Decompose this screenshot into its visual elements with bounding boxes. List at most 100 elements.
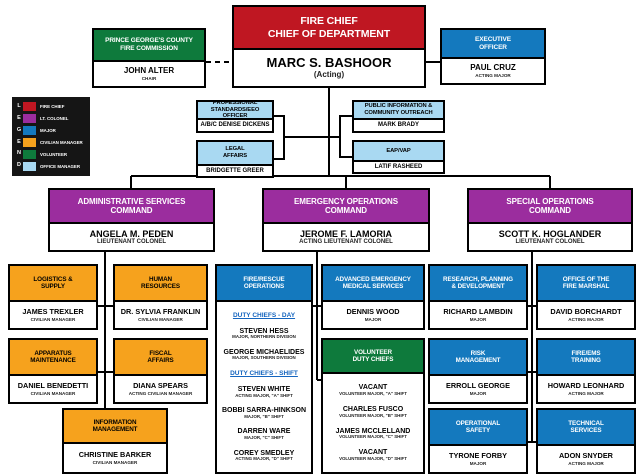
aems-title: ADVANCED EMERGENCY MEDICAL SERVICES: [323, 266, 423, 302]
legend-item-volunteer: VOLUNTEER: [23, 150, 87, 159]
box-volunteer-duty-chiefs: VOLUNTEER DUTY CHIEFS VACANT VOLUNTEER M…: [321, 338, 425, 474]
research-role: MAJOR: [469, 316, 487, 322]
information-management-title: INFORMATION MANAGEMENT: [64, 410, 166, 444]
executive-officer-title: EXECUTIVE OFFICER: [442, 30, 544, 59]
aems-name: DENNIS WOOD: [346, 307, 400, 317]
box-technical-services: TECHNICAL SERVICES ADON SNYDER ACTING MA…: [536, 408, 636, 474]
box-administrative-services-command: ADMINISTRATIVE SERVICES COMMAND ANGELA M…: [48, 188, 215, 252]
operational-safety-role: MAJOR: [469, 460, 487, 466]
executive-officer-name: PAUL CRUZ: [470, 62, 516, 72]
box-office-of-the-fire-marshal: OFFICE OF THE FIRE MARSHAL DAVID BORCHAR…: [536, 264, 636, 330]
box-fire-ems-training: FIRE/EMS TRAINING HOWARD LEONHARD ACTING…: [536, 338, 636, 404]
legend-item-fire-chief: FIRE CHIEF: [23, 102, 87, 111]
special-branch-connectors: [528, 252, 536, 443]
emergency-command-role: ACTING LIEUTENANT COLONEL: [299, 238, 393, 245]
public-information-name: MARK BRADY: [378, 122, 419, 129]
legend-swatch-volunteer: [23, 150, 36, 159]
legend: L E G E N D FIRE CHIEF LT. COLONEL MAJOR…: [12, 97, 90, 176]
duty-chiefs-shift-heading: DUTY CHIEFS - SHIFT: [230, 370, 298, 378]
box-public-information: PUBLIC INFORMATION & COMMUNITY OUTREACH …: [352, 100, 445, 133]
fire-marshal-role: ACTING MAJOR: [568, 316, 604, 322]
logistics-supply-name: JAMES TREXLER: [22, 307, 84, 317]
box-fiscal-affairs: FISCAL AFFAIRS DIANA SPEARS ACTING CIVIL…: [113, 338, 208, 404]
technical-services-role: ACTING MAJOR: [568, 460, 604, 466]
human-resources-name: DR. SYLVIA FRANKLIN: [120, 307, 201, 317]
professional-standards-title: PROFESSIONAL STANDARDS/EEO OFFICER: [198, 100, 272, 120]
box-logistics-supply: LOGISTICS & SUPPLY JAMES TREXLER CIVILIA…: [8, 264, 98, 330]
special-command-role: LIEUTENANT COLONEL: [515, 238, 585, 245]
fire-rescue-title: FIRE/RESCUE OPERATIONS: [217, 266, 311, 302]
technical-services-name: ADON SNYDER: [559, 451, 613, 461]
special-command-title: SPECIAL OPERATIONS COMMAND: [469, 190, 631, 224]
emergency-branch-connectors: [313, 252, 321, 381]
person-entry: STEVEN HESS MAJOR, NORTHERN DIVISION: [232, 327, 296, 340]
person-entry: STEVEN WHITE ACTING MAJOR, "A" SHIFT: [235, 385, 293, 398]
box-professional-standards: PROFESSIONAL STANDARDS/EEO OFFICER A/B/C…: [196, 100, 274, 133]
emergency-command-name: JEROME F. LAMORIA: [299, 228, 392, 239]
fire-commission-title: PRINCE GEORGE'S COUNTY FIRE COMMISSION: [94, 30, 204, 62]
person-entry: GEORGE MICHAELIDES MAJOR, SOUTHERN DIVIS…: [223, 348, 305, 361]
fire-chief-name: MARC S. BASHOOR: [266, 55, 392, 71]
emergency-command-title: EMERGENCY OPERATIONS COMMAND: [264, 190, 428, 224]
apparatus-maintenance-role: CIVILIAN MANAGER: [30, 390, 76, 396]
person-entry: VACANT VOLUNTEER MAJOR, "A" SHIFT: [339, 384, 407, 396]
human-resources-role: CIVILIAN MANAGER: [138, 316, 183, 322]
administrative-command-name: ANGELA M. PEDEN: [89, 228, 174, 239]
volunteer-duty-chiefs-title: VOLUNTEER DUTY CHIEFS: [323, 340, 423, 374]
apparatus-maintenance-title: APPARATUS MAINTENANCE: [10, 340, 96, 376]
eap-vap-name: LATIF RASHEED: [374, 163, 423, 170]
information-management-role: CIVILIAN MANAGER: [92, 459, 138, 465]
box-special-operations-command: SPECIAL OPERATIONS COMMAND SCOTT K. HOGL…: [467, 188, 633, 252]
admin-branch-connectors: [98, 252, 113, 408]
box-fire-chief: FIRE CHIEF CHIEF OF DEPARTMENT MARC S. B…: [232, 5, 426, 88]
fire-ems-training-title: FIRE/EMS TRAINING: [538, 340, 634, 376]
fiscal-affairs-role: ACTING CIVILIAN MANAGER: [128, 390, 193, 396]
box-emergency-operations-command: EMERGENCY OPERATIONS COMMAND JEROME F. L…: [262, 188, 430, 252]
operational-safety-title: OPERATIONAL SAFETY: [430, 410, 526, 446]
box-legal-affairs: LEGAL AFFAIRS BRIDGETTE GREER: [196, 140, 274, 178]
person-entry: VACANT VOLUNTEER MAJOR, "D" SHIFT: [339, 449, 407, 461]
executive-officer-role: ACTING MAJOR: [475, 72, 511, 78]
legal-affairs-name: BRIDGETTE GREER: [206, 167, 264, 174]
person-entry: COREY SMEDLEY ACTING MAJOR, "D" SHIFT: [233, 449, 295, 462]
box-eap-vap: EAP/VAP LATIF RASHEED: [352, 140, 445, 174]
fire-ems-training-name: HOWARD LEONHARD: [547, 381, 625, 391]
box-advanced-emergency-medical-services: ADVANCED EMERGENCY MEDICAL SERVICES DENN…: [321, 264, 425, 330]
apparatus-maintenance-name: DANIEL BENEDETTI: [17, 381, 89, 391]
box-information-management: INFORMATION MANAGEMENT CHRISTINE BARKER …: [62, 408, 168, 474]
person-entry: DARREN WARE MAJOR, "C" SHIFT: [237, 428, 291, 441]
technical-services-title: TECHNICAL SERVICES: [538, 410, 634, 446]
administrative-command-title: ADMINISTRATIVE SERVICES COMMAND: [50, 190, 213, 224]
research-name: RICHARD LAMBDIN: [443, 307, 513, 317]
risk-management-role: MAJOR: [469, 390, 487, 396]
fire-ems-training-role: ACTING MAJOR: [568, 390, 604, 396]
legend-item-civilian-manager: CIVILIAN MANAGER: [23, 138, 87, 147]
legal-affairs-title: LEGAL AFFAIRS: [198, 142, 272, 166]
box-operational-safety: OPERATIONAL SAFETY TYRONE FORBY MAJOR: [428, 408, 528, 474]
box-human-resources: HUMAN RESOURCES DR. SYLVIA FRANKLIN CIVI…: [113, 264, 208, 330]
aems-role: MAJOR: [364, 316, 382, 322]
public-information-title: PUBLIC INFORMATION & COMMUNITY OUTREACH: [354, 102, 443, 120]
box-research-planning-development: RESEARCH, PLANNING & DEVELOPMENT RICHARD…: [428, 264, 528, 330]
legend-swatch-civilian-manager: [23, 138, 36, 147]
legend-item-major: MAJOR: [23, 126, 87, 135]
fire-marshal-name: DAVID BORCHARDT: [550, 307, 622, 317]
fiscal-affairs-title: FISCAL AFFAIRS: [115, 340, 206, 376]
fire-commission-name: JOHN ALTER: [123, 65, 175, 75]
fire-chief-title: FIRE CHIEF CHIEF OF DEPARTMENT: [234, 7, 424, 50]
legend-title: L E G E N D: [16, 102, 22, 169]
duty-chiefs-day-heading: DUTY CHIEFS - DAY: [232, 311, 296, 319]
administrative-command-role: LIEUTENANT COLONEL: [97, 238, 166, 245]
operational-safety-name: TYRONE FORBY: [449, 451, 507, 461]
special-command-name: SCOTT K. HOGLANDER: [498, 228, 602, 239]
risk-management-title: RISK MANAGEMENT: [430, 340, 526, 376]
risk-management-name: ERROLL GEORGE: [446, 381, 510, 391]
logistics-supply-title: LOGISTICS & SUPPLY: [10, 266, 96, 302]
person-entry: CHARLES FUSCO VOLUNTEER MAJOR, "B" SHIFT: [339, 405, 407, 418]
logistics-supply-role: CIVILIAN MANAGER: [30, 316, 76, 322]
professional-standards-name: A/B/C DENISE DICKENS: [200, 122, 270, 129]
legend-swatch-fire-chief: [23, 102, 36, 111]
staff-connectors: [274, 115, 352, 160]
person-entry: JAMES MCCLELLAND VOLUNTEER MAJOR, "C" SH…: [335, 427, 411, 440]
